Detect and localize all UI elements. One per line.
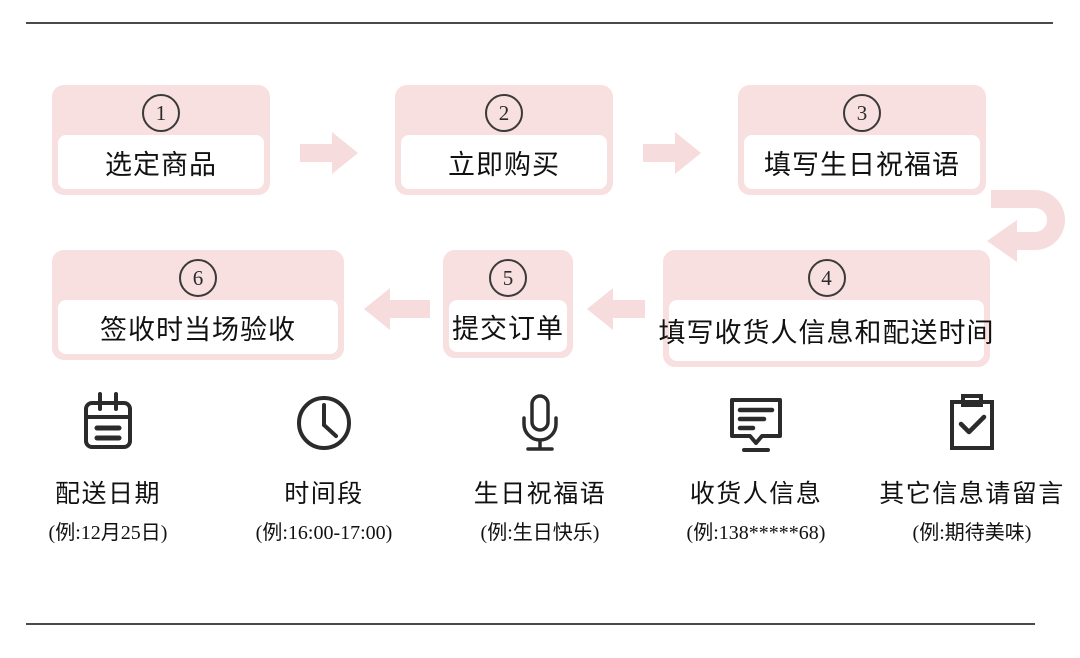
- step-1-number-wrap: 1: [58, 91, 264, 135]
- step-4-label: 填写收货人信息和配送时间: [659, 300, 994, 361]
- arrow-step5-to-step6: [360, 288, 430, 330]
- step-3-number: 3: [843, 94, 881, 132]
- feature-item: 时间段 (例:16:00-17:00): [216, 392, 432, 545]
- feature-example: (例:138*****68): [686, 522, 826, 544]
- feature-title: 生日祝福语: [473, 481, 607, 508]
- flow-step-4[interactable]: 4 填写收货人信息和配送时间: [659, 250, 994, 367]
- arrow-step2-to-step3: [643, 132, 701, 174]
- feature-row: 配送日期 (例:12月25日) 时间段 (例:16:00-17:00): [0, 392, 1080, 545]
- arrow-step1-to-step2: [300, 132, 358, 174]
- step-3-number-wrap: 3: [744, 91, 980, 135]
- step-5-label: 提交订单: [449, 300, 567, 352]
- feature-item: 生日祝福语 (例:生日快乐): [432, 392, 648, 545]
- flow-step-1[interactable]: 1 选定商品: [52, 85, 270, 195]
- feature-example: (例:期待美味): [912, 522, 1032, 544]
- step-3-label: 填写生日祝福语: [744, 135, 980, 189]
- arrow-step3-to-step4: [983, 190, 1073, 262]
- feature-title: 时间段: [284, 481, 364, 508]
- feature-item: 其它信息请留言 (例:期待美味): [864, 392, 1080, 545]
- feature-example: (例:生日快乐): [480, 522, 600, 544]
- step-5-number-wrap: 5: [449, 256, 567, 300]
- step-4-number: 4: [807, 259, 846, 297]
- form-note-icon: [726, 392, 786, 454]
- step-6-number: 6: [179, 259, 217, 297]
- flow-step-3[interactable]: 3 填写生日祝福语: [738, 85, 986, 195]
- step-2-label: 立即购买: [401, 135, 607, 189]
- step-4-number-wrap: 4: [669, 256, 984, 300]
- clock-icon: [294, 392, 354, 454]
- flow-step-2[interactable]: 2 立即购买: [395, 85, 613, 195]
- flow-step-6[interactable]: 6 签收时当场验收: [52, 250, 344, 360]
- arrow-step4-to-step5: [583, 288, 645, 330]
- feature-title: 其它信息请留言: [879, 481, 1065, 508]
- step-2-number-wrap: 2: [401, 91, 607, 135]
- feature-title: 收货人信息: [689, 481, 823, 508]
- step-2-number: 2: [485, 94, 523, 132]
- feature-item: 配送日期 (例:12月25日): [0, 392, 216, 545]
- step-1-number: 1: [142, 94, 180, 132]
- calendar-icon: [79, 392, 137, 454]
- step-6-label: 签收时当场验收: [58, 300, 338, 354]
- microphone-icon: [516, 392, 564, 454]
- step-1-label: 选定商品: [58, 135, 264, 189]
- divider-bottom: [26, 623, 1035, 625]
- clipboard-check-icon: [944, 392, 1000, 454]
- step-5-number: 5: [489, 259, 527, 297]
- flow-step-5[interactable]: 5 提交订单: [443, 250, 573, 358]
- feature-example: (例:16:00-17:00): [255, 522, 393, 544]
- feature-title: 配送日期: [54, 481, 161, 508]
- feature-example: (例:12月25日): [48, 522, 168, 544]
- feature-item: 收货人信息 (例:138*****68): [648, 392, 864, 545]
- step-6-number-wrap: 6: [58, 256, 338, 300]
- divider-top: [26, 22, 1053, 24]
